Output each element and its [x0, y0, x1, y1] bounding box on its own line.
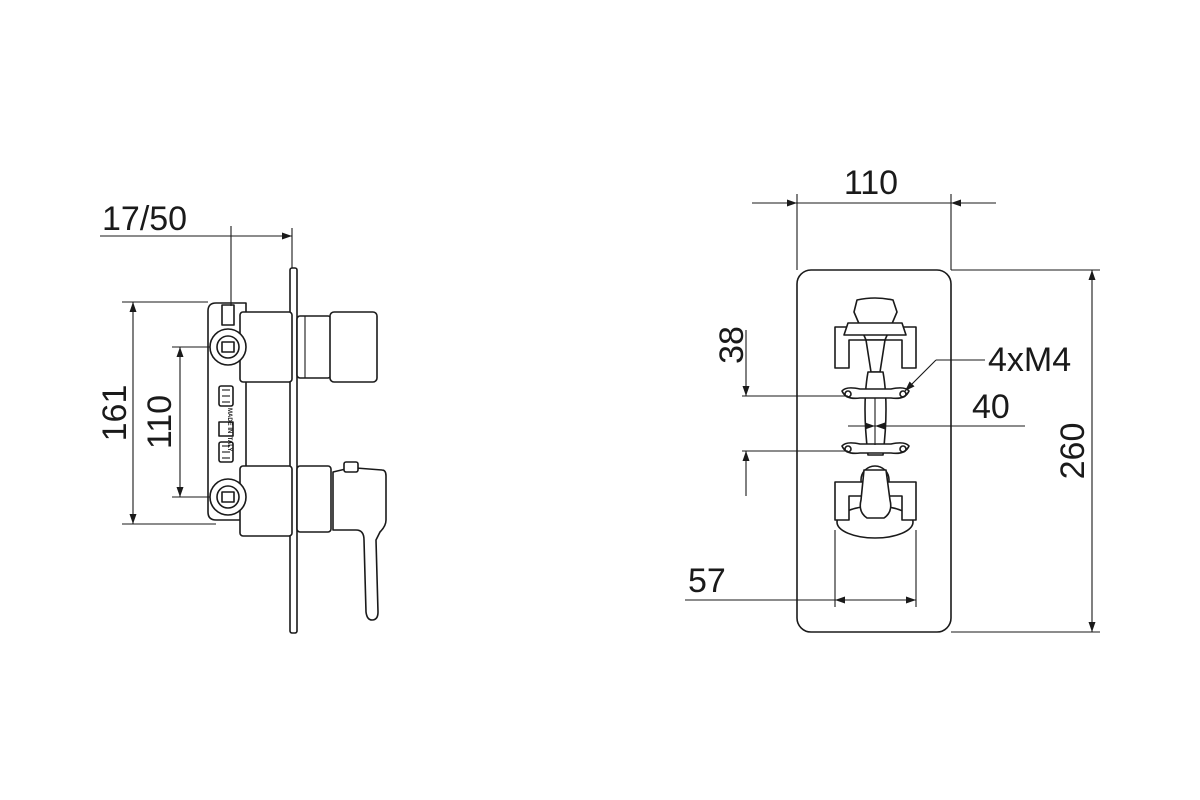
side-lower-inlet — [209, 478, 247, 516]
side-lower-boss — [239, 465, 293, 537]
side-lever-handle — [332, 467, 387, 621]
front-upper-handle — [834, 297, 917, 373]
front-lower-handle — [834, 465, 917, 539]
side-upper-boss — [239, 311, 293, 383]
dim-inlet-spacing-label: 110 — [141, 395, 179, 449]
dim-plate-height-label: 260 — [1054, 423, 1092, 480]
front-upper-bracket — [841, 387, 910, 400]
dim-spacing-top-label: 38 — [713, 326, 751, 364]
front-lower-bracket — [841, 442, 910, 455]
side-lower-spindle — [296, 465, 332, 533]
dim-total-height-label: 161 — [96, 385, 134, 442]
dim-handle-width-label: 57 — [688, 562, 726, 600]
side-upper-knob — [329, 311, 378, 383]
side-upper-inlet — [209, 304, 247, 366]
side-upper-spindle — [296, 315, 332, 379]
dim-depth-label: 17/50 — [102, 200, 187, 238]
body-marking: MADE IN ITALY — [226, 408, 232, 451]
side-body-fittings: MADE IN ITALY — [218, 385, 234, 463]
dim-screw-spacing-label: 40 — [972, 388, 1010, 426]
dim-plate-width-label: 110 — [844, 164, 898, 202]
front-view: 110 260 38 4xM4 40 57 — [685, 164, 1100, 633]
screw-spec-label: 4xM4 — [988, 341, 1071, 379]
side-view: MADE IN ITALY 17/50 161 110 — [96, 200, 387, 634]
